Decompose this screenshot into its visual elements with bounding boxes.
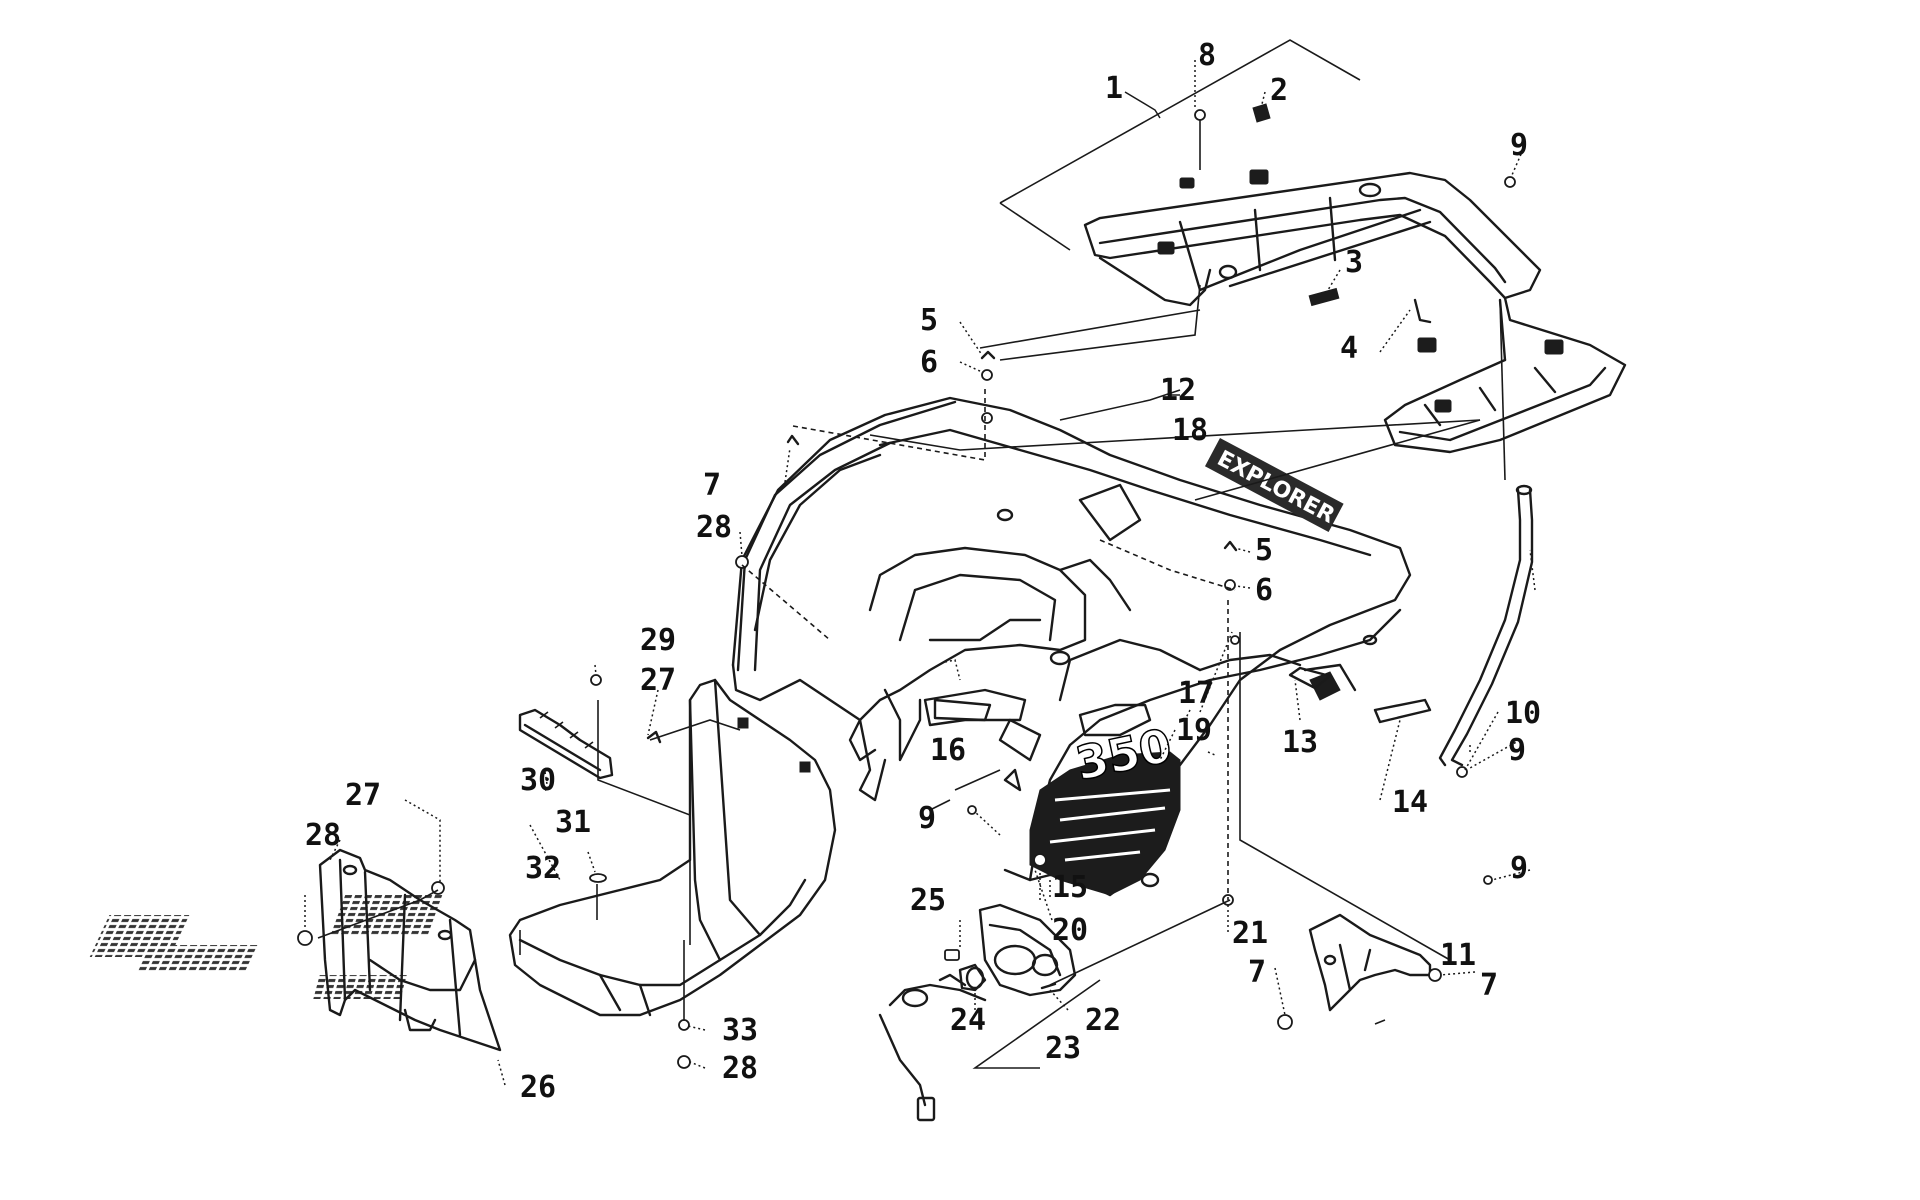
callout-27-panel: 27 [345,778,381,813]
footwell [89,678,837,1017]
callout-4: 4 [1340,331,1358,366]
assembly-lines [317,39,1506,1069]
callout-labels: 1 2 3 4 5 5 6 6 7 7 7 8 9 9 9 9 10 11 12… [305,38,1541,1105]
callout-26: 26 [520,1070,556,1105]
callout-14: 14 [1392,785,1428,820]
callout-13: 13 [1282,725,1318,760]
decal-18: EXPLORER [1204,438,1344,532]
callout-12: 12 [1160,373,1196,408]
bracket-11 [1308,913,1432,1012]
callout-27-footwell: 27 [640,663,676,698]
leader-lines [304,60,1536,1086]
rack-support-tube [1438,484,1534,767]
callout-17: 17 [1178,676,1214,711]
callout-9-right: 9 [1508,733,1526,768]
callout-7-bottom-left: 7 [1248,955,1266,990]
callout-16: 16 [930,733,966,768]
callout-15: 15 [1052,870,1088,905]
callout-10: 10 [1505,696,1541,731]
callout-33: 33 [722,1013,758,1048]
small-parts [297,103,1516,1069]
callout-19: 19 [1176,713,1212,748]
callout-6-top: 6 [920,345,938,380]
callout-7-bottom-right: 7 [1480,968,1498,1003]
callout-5-right: 5 [1255,533,1273,568]
callout-18: 18 [1172,413,1208,448]
callout-23: 23 [1045,1031,1081,1066]
callout-9-mid: 9 [918,801,936,836]
callout-28-panel: 28 [305,818,341,853]
callout-28-left: 28 [696,510,732,545]
callout-3: 3 [1345,245,1363,280]
callout-32: 32 [525,851,561,886]
callout-25: 25 [910,883,946,918]
callout-22: 22 [1085,1003,1121,1038]
side-panel [318,848,502,1052]
callout-9-top: 9 [1510,128,1528,163]
callout-6-right: 6 [1255,573,1273,608]
callout-29: 29 [640,623,676,658]
cargo-rack [1083,169,1627,454]
callout-1: 1 [1105,71,1123,106]
callout-7-left: 7 [703,468,721,503]
callout-28-bottom: 28 [722,1051,758,1086]
decal-19: 350 [1029,717,1181,896]
footrest-bracket [518,708,614,780]
taillight [878,903,1077,1122]
callout-31: 31 [555,805,591,840]
callout-8: 8 [1198,38,1216,73]
left-fender-flare [736,400,957,802]
callout-30: 30 [520,763,556,798]
rear-fender [731,396,1412,897]
callout-20: 20 [1052,913,1088,948]
callout-21: 21 [1232,916,1268,951]
callout-24: 24 [950,1003,986,1038]
callout-9-bracket: 9 [1510,851,1528,886]
callout-11: 11 [1440,938,1476,973]
callout-2: 2 [1270,73,1288,108]
callout-5-top: 5 [920,303,938,338]
